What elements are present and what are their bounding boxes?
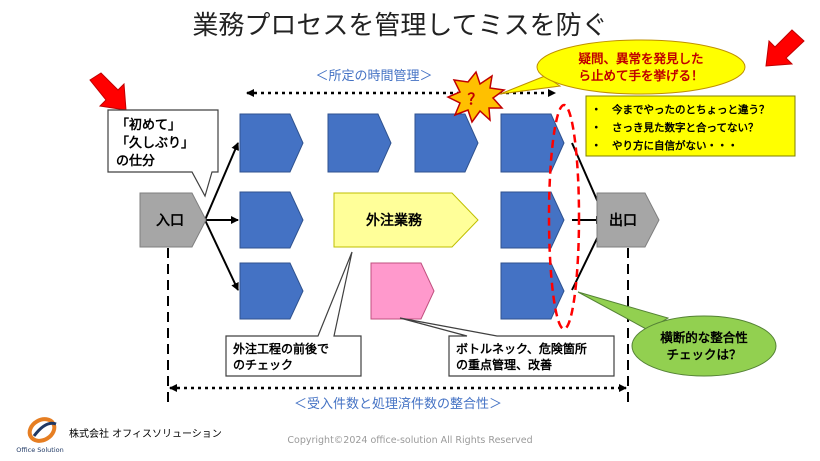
question-mark: ？ bbox=[467, 90, 482, 108]
bottleneck-step bbox=[370, 262, 435, 320]
outsource-shape bbox=[333, 192, 479, 248]
logo-text: Office Solution bbox=[16, 446, 64, 454]
branch-arrow-bottom bbox=[204, 219, 239, 291]
process-step bbox=[500, 262, 565, 320]
process-step bbox=[239, 113, 304, 173]
bottleneck-line1: ボトルネック、危険箇所 bbox=[456, 341, 587, 356]
red-arrow-icon bbox=[765, 29, 805, 67]
outsource-check-callout bbox=[225, 251, 362, 377]
company-logo: Office Solution bbox=[16, 417, 64, 454]
process-step bbox=[239, 262, 304, 320]
process-step bbox=[500, 191, 565, 249]
red-arrow-icon bbox=[89, 72, 127, 111]
cross-check-callout bbox=[631, 315, 777, 377]
page-title: 業務プロセスを管理してミスを防ぐ bbox=[192, 11, 607, 41]
doubt-callout bbox=[536, 39, 746, 95]
checklist-box bbox=[585, 95, 796, 157]
doubt-callout-line2: ら止めて手を挙げる！ bbox=[578, 68, 703, 83]
first-time-callout bbox=[107, 109, 219, 198]
bottleneck-callout bbox=[399, 317, 615, 377]
first-time-line2: 「久しぶり」 bbox=[116, 135, 194, 151]
process-step bbox=[500, 113, 565, 173]
cross-check-line2: チェックは？ bbox=[666, 347, 741, 362]
bottleneck-line2: の重点管理、改善 bbox=[456, 357, 552, 372]
exit-label: 出口 bbox=[609, 212, 637, 229]
copyright: Copyright©2024 office-solution All Right… bbox=[287, 435, 532, 446]
cross-check-line1: 横断的な整合性 bbox=[660, 330, 748, 345]
cross-check-ellipse bbox=[547, 103, 581, 331]
doubt-callout-line1: 疑問、異常を発見した bbox=[578, 51, 703, 66]
first-time-line1: 「初めて」 bbox=[116, 117, 181, 133]
checklist-item: ・ さっき見た数字と合ってない？ bbox=[591, 121, 758, 134]
entry-shape bbox=[139, 192, 207, 248]
company-name: 株式会社 オフィスソリューション bbox=[69, 427, 222, 440]
exit-shape bbox=[596, 192, 660, 248]
time-management-label: ＜所定の時間管理＞ bbox=[315, 69, 432, 84]
outsource-label: 外注業務 bbox=[366, 212, 423, 229]
process-step bbox=[414, 113, 479, 173]
outsource-check-line1: 外注工程の前後で bbox=[233, 341, 329, 356]
process-step bbox=[327, 113, 392, 173]
first-time-line3: の仕分 bbox=[116, 153, 155, 169]
process-step bbox=[239, 191, 304, 249]
consistency-label: ＜受入件数と処理済件数の整合性＞ bbox=[294, 396, 502, 412]
alert-burst-icon bbox=[446, 70, 506, 124]
checklist-item: ・ やり方に自信がない・・・ bbox=[591, 139, 738, 152]
checklist-item: ・ 今までやったのとちょっと違う？ bbox=[591, 103, 770, 116]
branch-arrow-top bbox=[204, 142, 239, 221]
outsource-check-line2: のチェック bbox=[233, 358, 293, 372]
entry-label: 入口 bbox=[156, 213, 184, 229]
